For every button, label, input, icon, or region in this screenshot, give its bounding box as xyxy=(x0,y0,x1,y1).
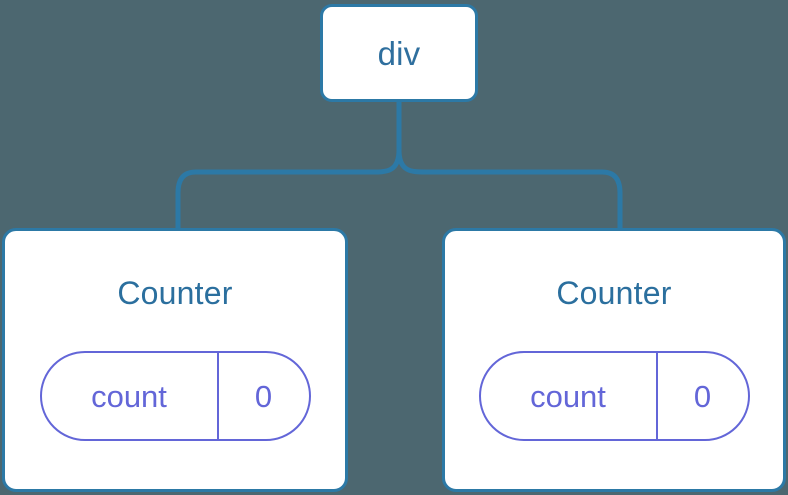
counter-node-right[interactable]: Counter count 0 xyxy=(442,228,786,492)
state-key: count xyxy=(91,378,167,414)
counter-body: Counter count 0 xyxy=(5,231,345,489)
state-value: 0 xyxy=(693,378,712,414)
state-key: count xyxy=(530,378,606,414)
state-divider xyxy=(655,353,658,439)
state-pill[interactable]: count 0 xyxy=(478,351,750,441)
counter-body: Counter count 0 xyxy=(445,231,783,489)
state-pill[interactable]: count 0 xyxy=(39,351,311,441)
counter-node-left[interactable]: Counter count 0 xyxy=(2,228,348,492)
counter-title: Counter xyxy=(556,275,672,311)
state-divider xyxy=(216,353,219,439)
connector-to-counter-right xyxy=(396,147,623,231)
connector-to-counter-left xyxy=(175,147,402,231)
root-node[interactable]: div xyxy=(320,4,478,102)
root-node-label: div xyxy=(377,34,421,72)
state-value: 0 xyxy=(254,378,273,414)
counter-title: Counter xyxy=(117,275,233,311)
